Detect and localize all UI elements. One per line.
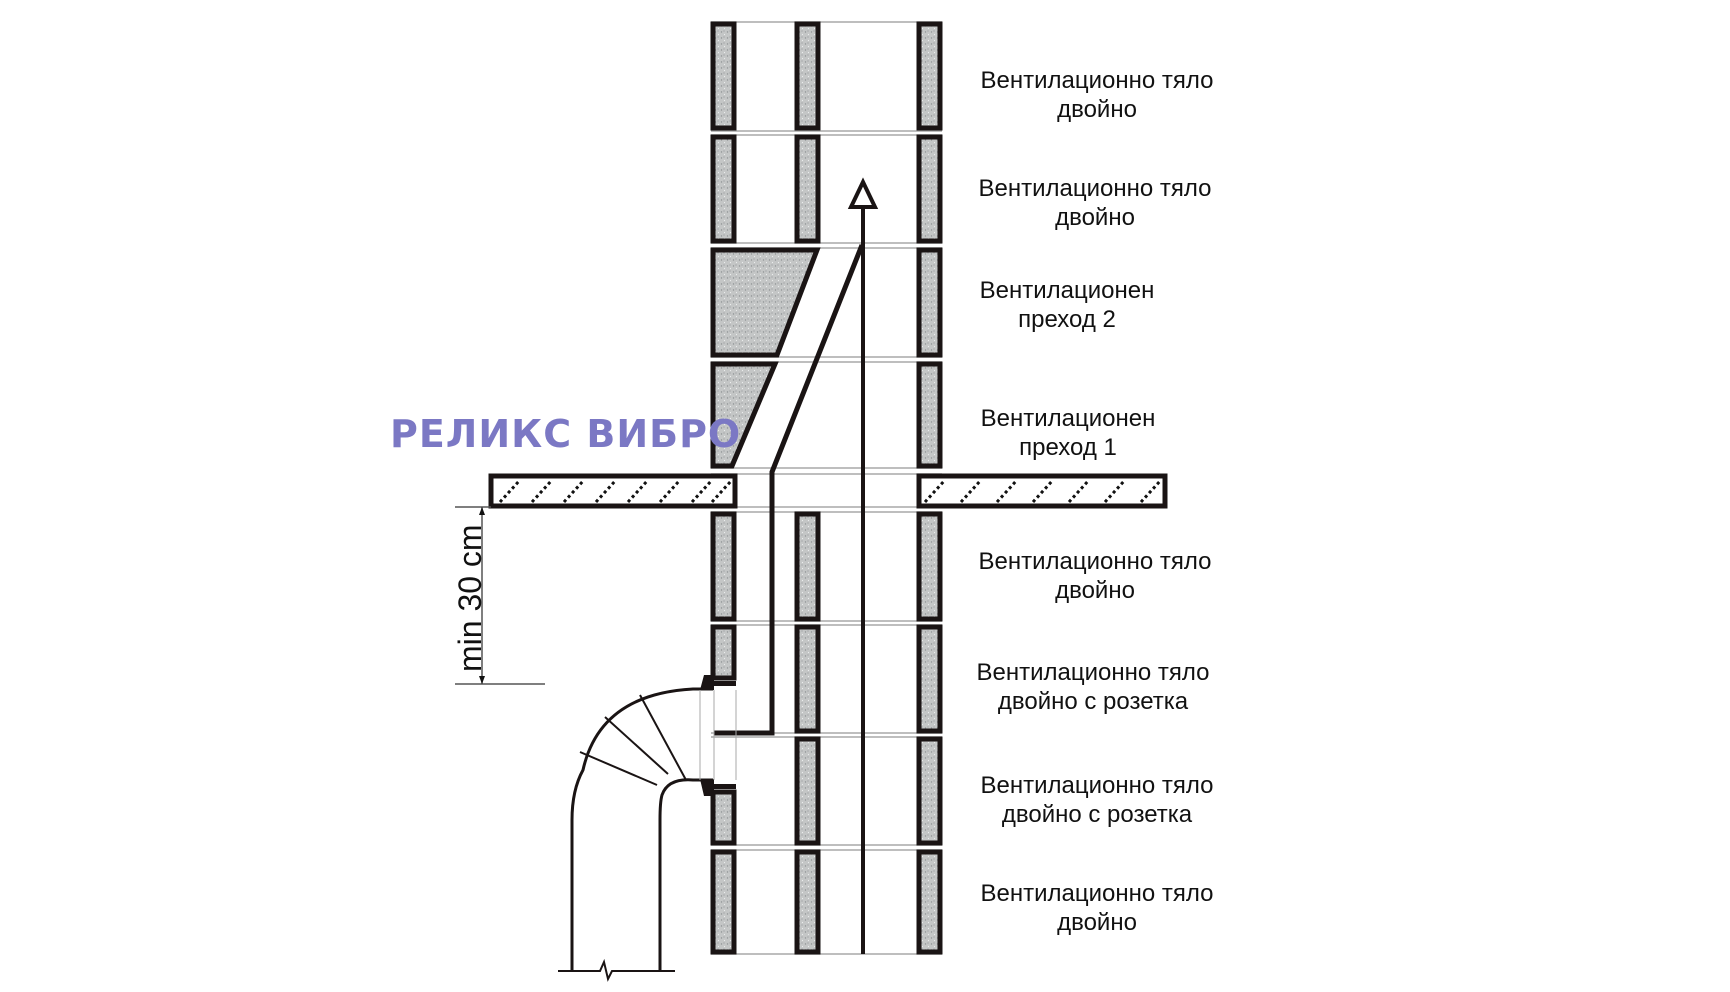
wall-left bbox=[710, 511, 737, 622]
section-label: Вентилационно тяло двойно bbox=[947, 879, 1247, 937]
slab-left bbox=[488, 473, 738, 509]
section-label-line2: двойно bbox=[1055, 577, 1135, 604]
wall-right bbox=[916, 624, 943, 734]
section-label-line1: Вентилационен bbox=[980, 405, 1156, 432]
wall-middle bbox=[794, 624, 821, 734]
transition-block-2 bbox=[710, 247, 821, 358]
wall-middle bbox=[794, 736, 821, 846]
section-label: Вентилационно тяло двойно bbox=[947, 66, 1247, 124]
wall-right bbox=[916, 247, 943, 358]
wall-right bbox=[916, 361, 943, 469]
wall-left bbox=[710, 849, 737, 955]
brand-logo: РЕЛИКС ВИБРО bbox=[390, 412, 742, 456]
section-label-line2: двойно bbox=[1057, 909, 1137, 936]
joint-lines bbox=[711, 21, 942, 955]
section-label-line2: двойно с розетка bbox=[1001, 801, 1193, 828]
section-label-line2: преход 2 bbox=[1018, 306, 1116, 333]
wall-left bbox=[710, 624, 737, 681]
wall-middle bbox=[794, 21, 821, 131]
wall-right bbox=[916, 849, 943, 955]
section-label-line2: двойно с розетка bbox=[997, 688, 1189, 715]
section-label-line2: двойно bbox=[1055, 204, 1135, 231]
section-label: Вентилационен преход 1 bbox=[918, 404, 1218, 462]
section-label-line1: Вентилационно тяло bbox=[978, 175, 1212, 202]
section-label-line2: двойно bbox=[1057, 96, 1137, 123]
wall-middle bbox=[794, 849, 821, 955]
duct-elbow bbox=[558, 675, 737, 982]
transition-block-1 bbox=[710, 361, 779, 469]
section-label-line1: Вентилационен bbox=[979, 277, 1155, 304]
wall-right bbox=[916, 511, 943, 622]
section-label: Вентилационен преход 2 bbox=[917, 276, 1217, 334]
section-label-line1: Вентилационно тяло bbox=[978, 548, 1212, 575]
dimension-label: min 30 cm bbox=[452, 524, 488, 672]
wall-right bbox=[916, 21, 943, 131]
floor-slab bbox=[488, 473, 1168, 509]
inner-flue-line bbox=[714, 244, 865, 736]
airflow-arrow-icon bbox=[847, 177, 879, 954]
walls bbox=[710, 21, 943, 955]
wall-middle bbox=[794, 511, 821, 622]
section-label: Вентилационно тяло двойно с розетка bbox=[943, 658, 1243, 716]
wall-left bbox=[710, 134, 737, 244]
wall-middle bbox=[794, 134, 821, 244]
section-label: Вентилационно тяло двойно с розетка bbox=[947, 771, 1247, 829]
wall-right bbox=[916, 736, 943, 846]
section-label: Вентилационно тяло двойно bbox=[945, 174, 1245, 232]
section-label-line1: Вентилационно тяло bbox=[980, 772, 1214, 799]
wall-left bbox=[710, 789, 737, 846]
wall-right bbox=[916, 134, 943, 244]
dimension-line bbox=[455, 506, 545, 685]
section-label-line1: Вентилационно тяло bbox=[980, 880, 1214, 907]
section-label-line1: Вентилационно тяло bbox=[976, 659, 1210, 686]
section-label-line2: преход 1 bbox=[1019, 434, 1117, 461]
section-label-line1: Вентилационно тяло bbox=[980, 67, 1214, 94]
section-label: Вентилационно тяло двойно bbox=[945, 547, 1245, 605]
wall-left bbox=[710, 21, 737, 131]
